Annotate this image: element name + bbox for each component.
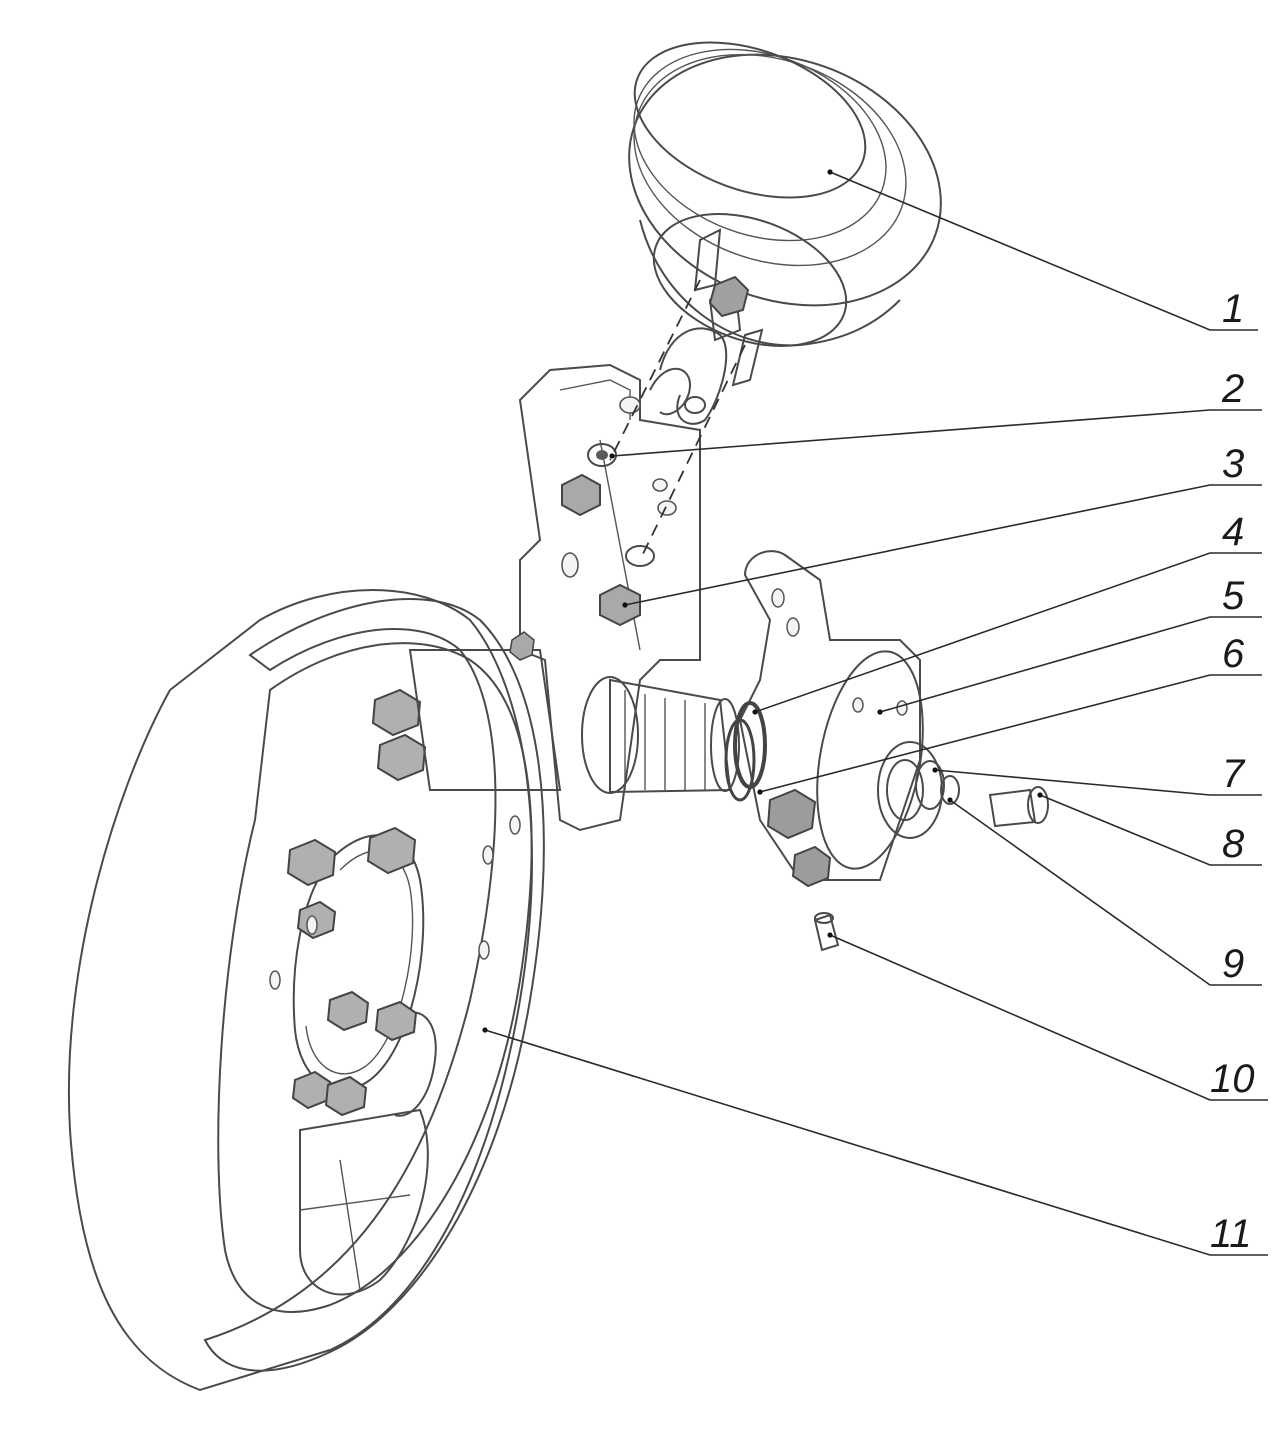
washer-part-7 xyxy=(915,760,945,810)
leader-dot xyxy=(827,932,833,938)
leader-dot xyxy=(482,1027,488,1033)
spring-washer-part-9 xyxy=(940,775,960,805)
callout-10: 10 xyxy=(827,932,1268,1101)
leader-line xyxy=(934,769,1262,796)
leader-line xyxy=(754,552,1262,713)
callout-number: 5 xyxy=(1222,574,1245,618)
brake-drum-assembly xyxy=(67,589,545,1392)
leader-dot xyxy=(609,453,615,459)
callout-8: 8 xyxy=(1037,792,1262,866)
callout-number: 1 xyxy=(1222,287,1244,331)
callout-7: 7 xyxy=(932,752,1262,796)
leader-line xyxy=(829,934,1268,1101)
leader-dot xyxy=(947,797,953,803)
leader-dot xyxy=(752,709,758,715)
callout-number: 2 xyxy=(1221,367,1244,411)
callout-4: 4 xyxy=(752,510,1262,715)
callout-layer: 1 2 3 4 5 6 7 8 9 10 11 xyxy=(482,169,1268,1256)
callout-11: 11 xyxy=(482,1027,1268,1256)
leader-dot xyxy=(622,602,628,608)
callout-5: 5 xyxy=(877,574,1262,715)
callout-3: 3 xyxy=(622,442,1262,608)
grease-fitting-part-10 xyxy=(813,912,840,952)
callout-9: 9 xyxy=(947,797,1262,986)
leader-dot xyxy=(757,789,763,795)
leader-line xyxy=(611,409,1262,457)
callout-number: 9 xyxy=(1222,942,1244,986)
callout-number: 10 xyxy=(1210,1057,1255,1101)
mounting-bracket xyxy=(509,363,701,832)
face-holes xyxy=(269,815,521,990)
leader-dot xyxy=(877,709,883,715)
cam-shaft xyxy=(408,649,740,794)
brake-chamber xyxy=(628,41,942,425)
leader-line xyxy=(949,799,1262,986)
nut-part-3 xyxy=(599,583,641,627)
leader-line xyxy=(759,674,1262,793)
leader-dot xyxy=(827,169,833,175)
callout-6: 6 xyxy=(757,632,1262,795)
leader-dot xyxy=(932,767,938,773)
leader-line xyxy=(624,484,1262,606)
callout-number: 8 xyxy=(1222,822,1245,866)
slack-adjuster xyxy=(724,550,960,888)
leader-line xyxy=(829,171,1258,331)
leader-line xyxy=(484,1029,1268,1256)
callout-number: 6 xyxy=(1222,632,1245,676)
leader-line xyxy=(1039,794,1262,866)
bolt-part-8 xyxy=(988,786,1049,828)
callout-number: 3 xyxy=(1222,442,1244,486)
callout-2: 2 xyxy=(609,367,1262,459)
nut-upper xyxy=(561,473,601,517)
callout-1: 1 xyxy=(827,169,1258,331)
callout-number: 4 xyxy=(1222,510,1244,554)
leader-line xyxy=(879,616,1262,713)
callout-number: 11 xyxy=(1210,1212,1252,1256)
callout-number: 7 xyxy=(1222,752,1246,796)
leader-dot xyxy=(1037,792,1043,798)
hub-bolts xyxy=(286,688,427,1117)
